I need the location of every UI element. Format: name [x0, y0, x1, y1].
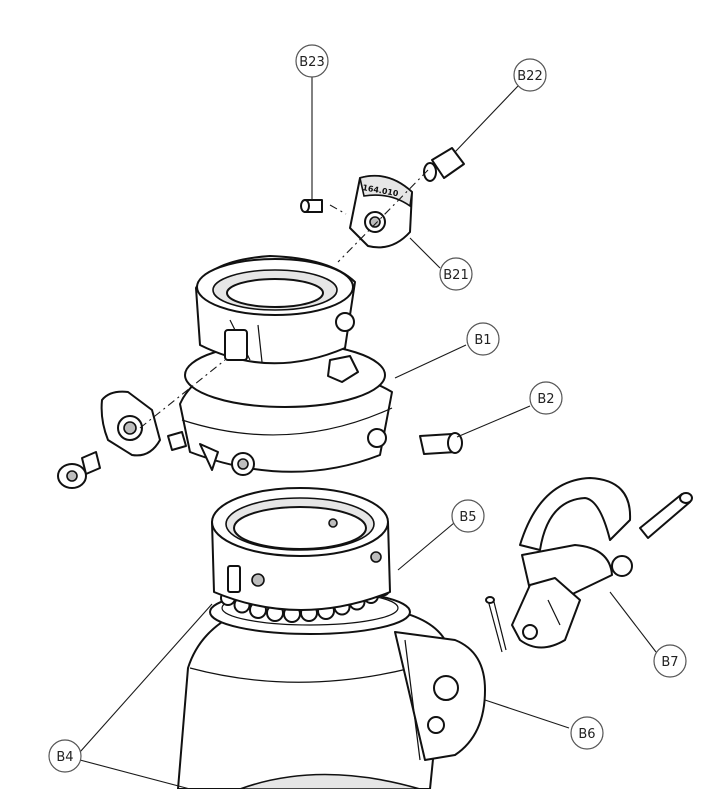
- callout-b2: B2: [529, 381, 563, 415]
- callout-b23: B23: [295, 44, 329, 78]
- callout-b4: B4: [48, 739, 82, 773]
- callout-b5: B5: [451, 499, 485, 533]
- cap-screw: [57, 451, 101, 489]
- callout-label: B2: [537, 392, 554, 407]
- leader-lines: [79, 76, 657, 789]
- callout-b7: B7: [653, 644, 687, 678]
- callout-label: B6: [578, 727, 595, 742]
- callout-label: B21: [443, 268, 468, 283]
- set-screw-b23: [300, 199, 323, 213]
- callout-label: B1: [474, 333, 491, 348]
- callout-b21: B21: [439, 257, 473, 291]
- callout-label: B23: [299, 55, 324, 70]
- base-housing: [177, 607, 486, 789]
- callout-label: B4: [56, 750, 73, 765]
- callout-label: B22: [517, 69, 542, 84]
- bearing-assembly: [209, 487, 411, 635]
- pin-b2: [419, 432, 463, 455]
- callout-b1: B1: [466, 322, 500, 356]
- center-lines: [139, 169, 429, 429]
- bushing-b22: [423, 147, 465, 182]
- collar-housing: [179, 255, 393, 476]
- callout-b22: B22: [513, 58, 547, 92]
- side-clamp-block: [100, 390, 187, 457]
- shackle-assembly: [485, 477, 693, 653]
- callout-label: B7: [661, 655, 678, 670]
- callout-label: B5: [459, 510, 476, 525]
- callout-b6: B6: [570, 716, 604, 750]
- cam-block-b21: 164.010: [349, 174, 413, 249]
